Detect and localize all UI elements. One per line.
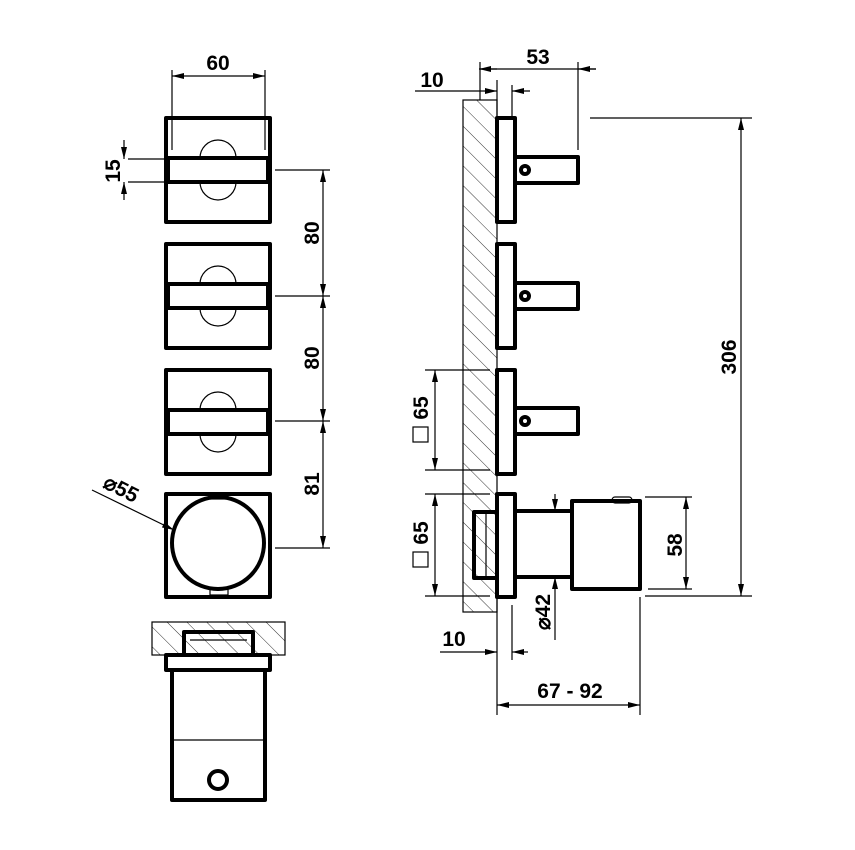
dim-spacing-2: 80 bbox=[301, 346, 324, 369]
dim-stem-diameter: ⌀42 bbox=[532, 594, 555, 630]
control-3 bbox=[164, 368, 272, 476]
side-view: 10 53 306 65 65 58 ⌀42 bbox=[410, 46, 752, 715]
side-control-3 bbox=[495, 368, 580, 476]
dim-wall: 10 bbox=[420, 69, 443, 92]
dim-handle: 15 bbox=[102, 159, 125, 183]
dim-spacing-1: 80 bbox=[301, 221, 324, 244]
dim-diameter: ⌀55 bbox=[100, 471, 143, 508]
dim-handle-height: 58 bbox=[664, 533, 687, 557]
side-thermostatic bbox=[472, 492, 642, 599]
bottom-view bbox=[151, 621, 286, 802]
control-2 bbox=[164, 242, 272, 350]
dim-plate-thickness: 10 bbox=[442, 628, 465, 651]
thermostatic-control bbox=[164, 492, 272, 599]
dim-projection: 67 - 92 bbox=[537, 680, 602, 703]
dim-width: 60 bbox=[206, 52, 229, 75]
control-1 bbox=[164, 116, 272, 224]
dim-depth: 53 bbox=[526, 46, 549, 69]
dim-plate-2: 65 bbox=[410, 521, 433, 545]
dim-height: 306 bbox=[718, 339, 741, 374]
side-control-2 bbox=[495, 242, 580, 350]
side-control-1 bbox=[495, 116, 580, 224]
dim-plate-1: 65 bbox=[410, 396, 433, 420]
dim-spacing-3: 81 bbox=[301, 472, 324, 496]
front-view: 60 15 80 80 81 ⌀55 bbox=[91, 52, 330, 599]
